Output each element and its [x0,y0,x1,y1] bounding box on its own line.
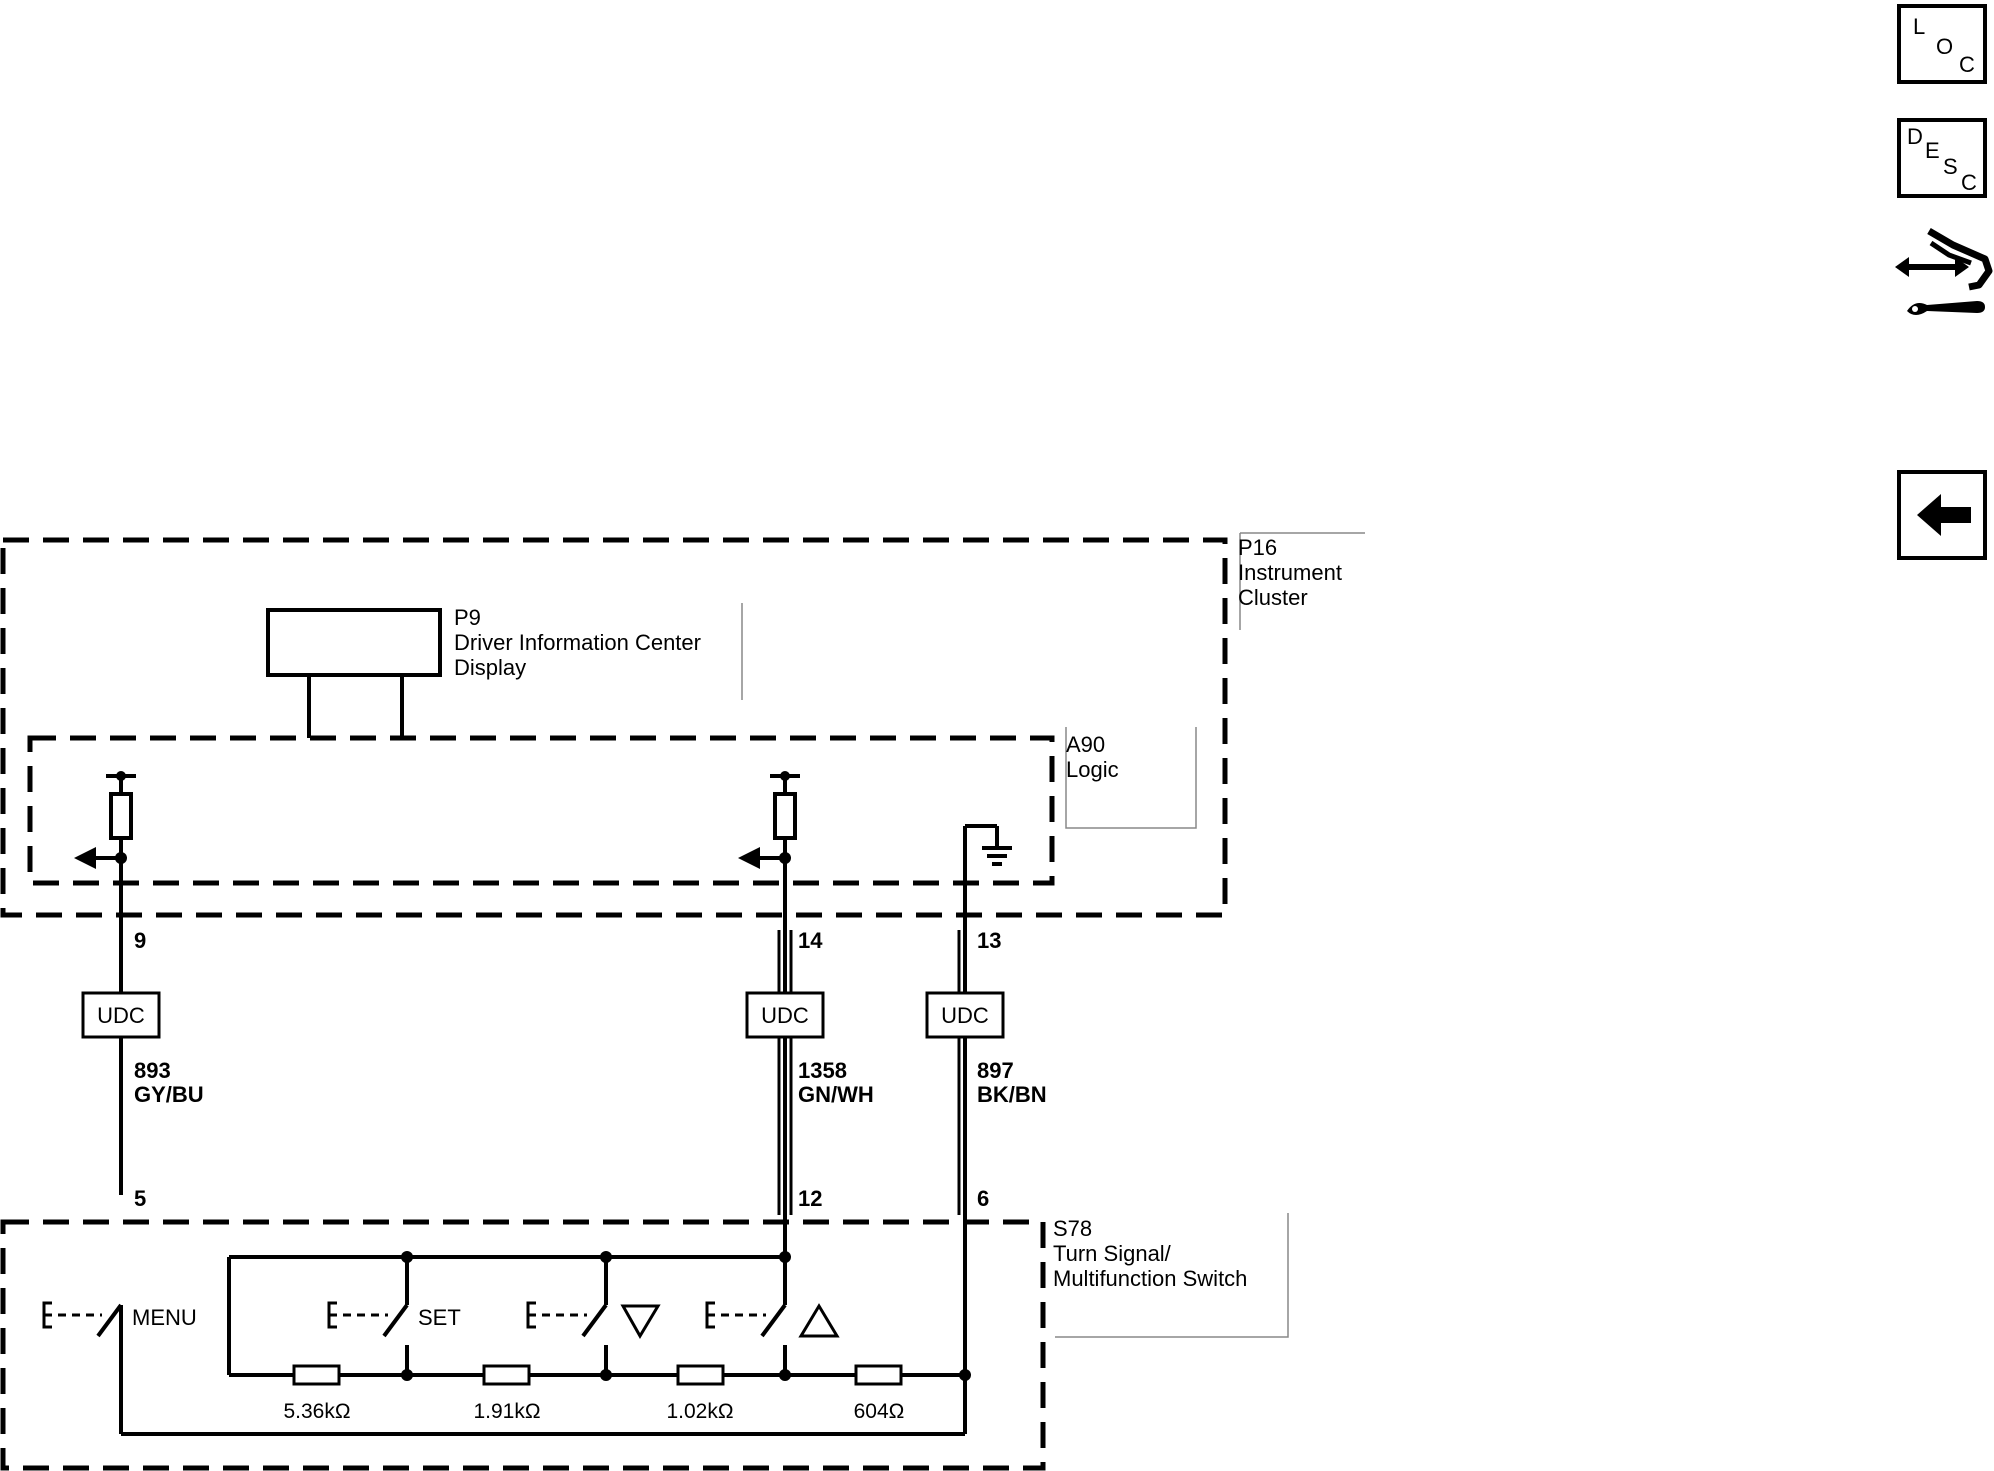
p16-id: P16 [1238,535,1277,560]
loc-letter-c: C [1959,52,1975,77]
svg-text:SET: SET [418,1305,461,1330]
svg-text:UDC: UDC [97,1003,145,1028]
p9-name-line2: Display [454,655,526,680]
ground-symbol [963,824,1012,1380]
resistor-1-02k [676,1364,725,1386]
pin-bottom-5: 5 [134,1186,146,1211]
wire-color-gn-wh: GN/WH [798,1082,874,1107]
pin-bottom-12: 12 [798,1186,822,1211]
loc-letter-l: L [1913,14,1926,39]
switch-menu: MENU [42,1301,197,1338]
connector-repair-icon[interactable] [1893,225,1993,335]
resistor-label-604: 604Ω [854,1400,905,1423]
wire-circuit-893: 893 [134,1058,171,1083]
switch-set: SET [327,1257,461,1375]
switch-down-arrow [526,1257,661,1375]
pin-bottom-6: 6 [977,1186,989,1211]
loc-button[interactable]: L O C [1897,4,1987,84]
p9-id: P9 [454,605,481,630]
a90-id: A90 [1066,732,1105,757]
pin-top-13: 13 [977,928,1001,953]
s78-name-line2: Multifunction Switch [1053,1266,1247,1291]
p16-name-line1: Instrument [1238,560,1342,585]
resistor-label-5-36k: 5.36kΩ [283,1400,350,1423]
svg-text:UDC: UDC [761,1003,809,1028]
connector-udc-left: UDC [81,991,161,1039]
connector-udc-middle: UDC [745,991,825,1039]
loc-letter-o: O [1936,34,1954,59]
desc-letter-s: S [1943,154,1958,179]
desc-button[interactable]: D E S C [1897,118,1987,198]
s78-switch-box [0,1219,1046,1471]
desc-letter-e: E [1925,138,1940,163]
pullup-resistor-middle [738,771,800,1257]
p16-name-line2: Cluster [1238,585,1308,610]
resistor-604 [854,1364,903,1386]
a90-logic-box [27,735,1055,886]
up-triangle-icon [798,1303,840,1338]
back-button[interactable] [1897,470,1987,560]
p9-display-box [266,608,442,677]
resistor-5-36k [292,1364,341,1386]
desc-letter-c: C [1961,170,1977,195]
svg-text:UDC: UDC [941,1003,989,1028]
s78-name-line1: Turn Signal/ [1053,1241,1172,1266]
pin-top-9: 9 [134,928,146,953]
desc-letter-d: D [1907,124,1923,149]
wire-circuit-897: 897 [977,1058,1014,1083]
resistor-label-1-02k: 1.02kΩ [666,1400,733,1423]
a90-name-line1: Logic [1066,757,1119,782]
pin-top-14: 14 [798,928,823,953]
left-arrow-icon [1917,494,1971,536]
switch-up-arrow [705,1257,840,1375]
svg-text:MENU: MENU [132,1305,197,1330]
resistor-label-1-91k: 1.91kΩ [473,1400,540,1423]
p16-instrument-cluster-box [0,537,1228,918]
s78-id: S78 [1053,1216,1092,1241]
wire-circuit-1358: 1358 [798,1058,847,1083]
pullup-resistor-left [74,771,136,1195]
wire-color-gy-bu: GY/BU [134,1082,204,1107]
p9-name-line1: Driver Information Center [454,630,701,655]
wire-color-bk-bn: BK/BN [977,1082,1047,1107]
down-triangle-icon [620,1304,661,1339]
connector-udc-right: UDC [925,991,1005,1039]
resistor-1-91k [482,1364,531,1386]
